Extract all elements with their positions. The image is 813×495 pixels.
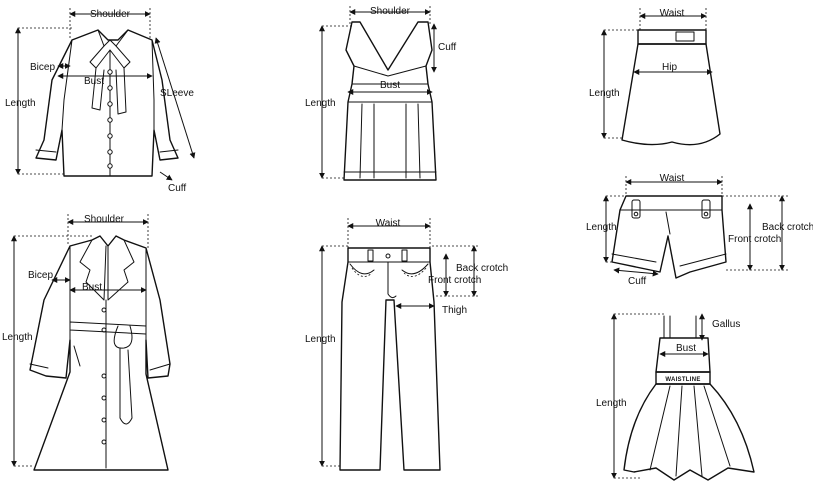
pants-figure bbox=[339, 247, 441, 471]
skirt-hip-label: Hip bbox=[662, 62, 677, 73]
tank-length-label: Length bbox=[305, 98, 336, 109]
shirt-sleeve-label: SLeeve bbox=[160, 88, 194, 99]
shirt-bust-label: Bust bbox=[84, 76, 104, 87]
shorts-cuff-label: Cuff bbox=[628, 276, 646, 287]
pants-back-crotch-label: Back crotch bbox=[456, 263, 508, 274]
shorts-front-crotch-label: Front crotch bbox=[728, 234, 781, 245]
pants-length-label: Length bbox=[305, 334, 336, 345]
tank-bust-label: Bust bbox=[380, 80, 400, 91]
dress-dimensions bbox=[611, 313, 709, 479]
shirt-dimensions bbox=[15, 8, 196, 181]
shirt-figure bbox=[35, 29, 179, 177]
shorts-dimensions bbox=[603, 176, 788, 277]
tank-figure bbox=[343, 21, 437, 181]
shirt-length-label: Length bbox=[5, 98, 36, 109]
tank-shoulder-label: Shoulder bbox=[370, 6, 411, 17]
dress-gallus-label: Gallus bbox=[712, 319, 740, 330]
pants-front-crotch-label: Front crotch bbox=[428, 275, 481, 286]
skirt-length-label: Length bbox=[589, 88, 620, 99]
tank-dimensions bbox=[319, 6, 437, 179]
shorts-waist-label: Waist bbox=[660, 173, 685, 184]
skirt-waist-label: Waist bbox=[660, 8, 685, 19]
dress-bust-label: Bust bbox=[676, 343, 696, 354]
shirt-shoulder-label: Shoulder bbox=[90, 9, 131, 20]
skirt-dimensions bbox=[601, 8, 713, 139]
coat-bust-label: Bust bbox=[82, 282, 102, 293]
shorts-figure bbox=[611, 195, 727, 279]
dress-length-label: Length bbox=[596, 398, 627, 409]
tank-cuff-label: Cuff bbox=[438, 42, 456, 53]
coat-length-label: Length bbox=[2, 332, 33, 343]
shirt-bicep-label: Bicep bbox=[30, 62, 55, 73]
dress-waistline-label: WAISTLINE bbox=[665, 377, 700, 383]
coat-bicep-label: Bicep bbox=[28, 270, 53, 281]
skirt-figure bbox=[621, 29, 721, 146]
shorts-back-crotch-label: Back crotch bbox=[762, 222, 813, 233]
pants-dimensions bbox=[319, 218, 480, 467]
shorts-length-label: Length bbox=[586, 222, 617, 233]
coat-dimensions bbox=[11, 214, 149, 467]
dress-figure bbox=[623, 315, 755, 481]
coat-shoulder-label: Shoulder bbox=[84, 214, 125, 225]
pants-thigh-label: Thigh bbox=[442, 305, 467, 316]
shirt-cuff-label: Cuff bbox=[168, 183, 186, 194]
pants-waist-label: Waist bbox=[376, 218, 401, 229]
